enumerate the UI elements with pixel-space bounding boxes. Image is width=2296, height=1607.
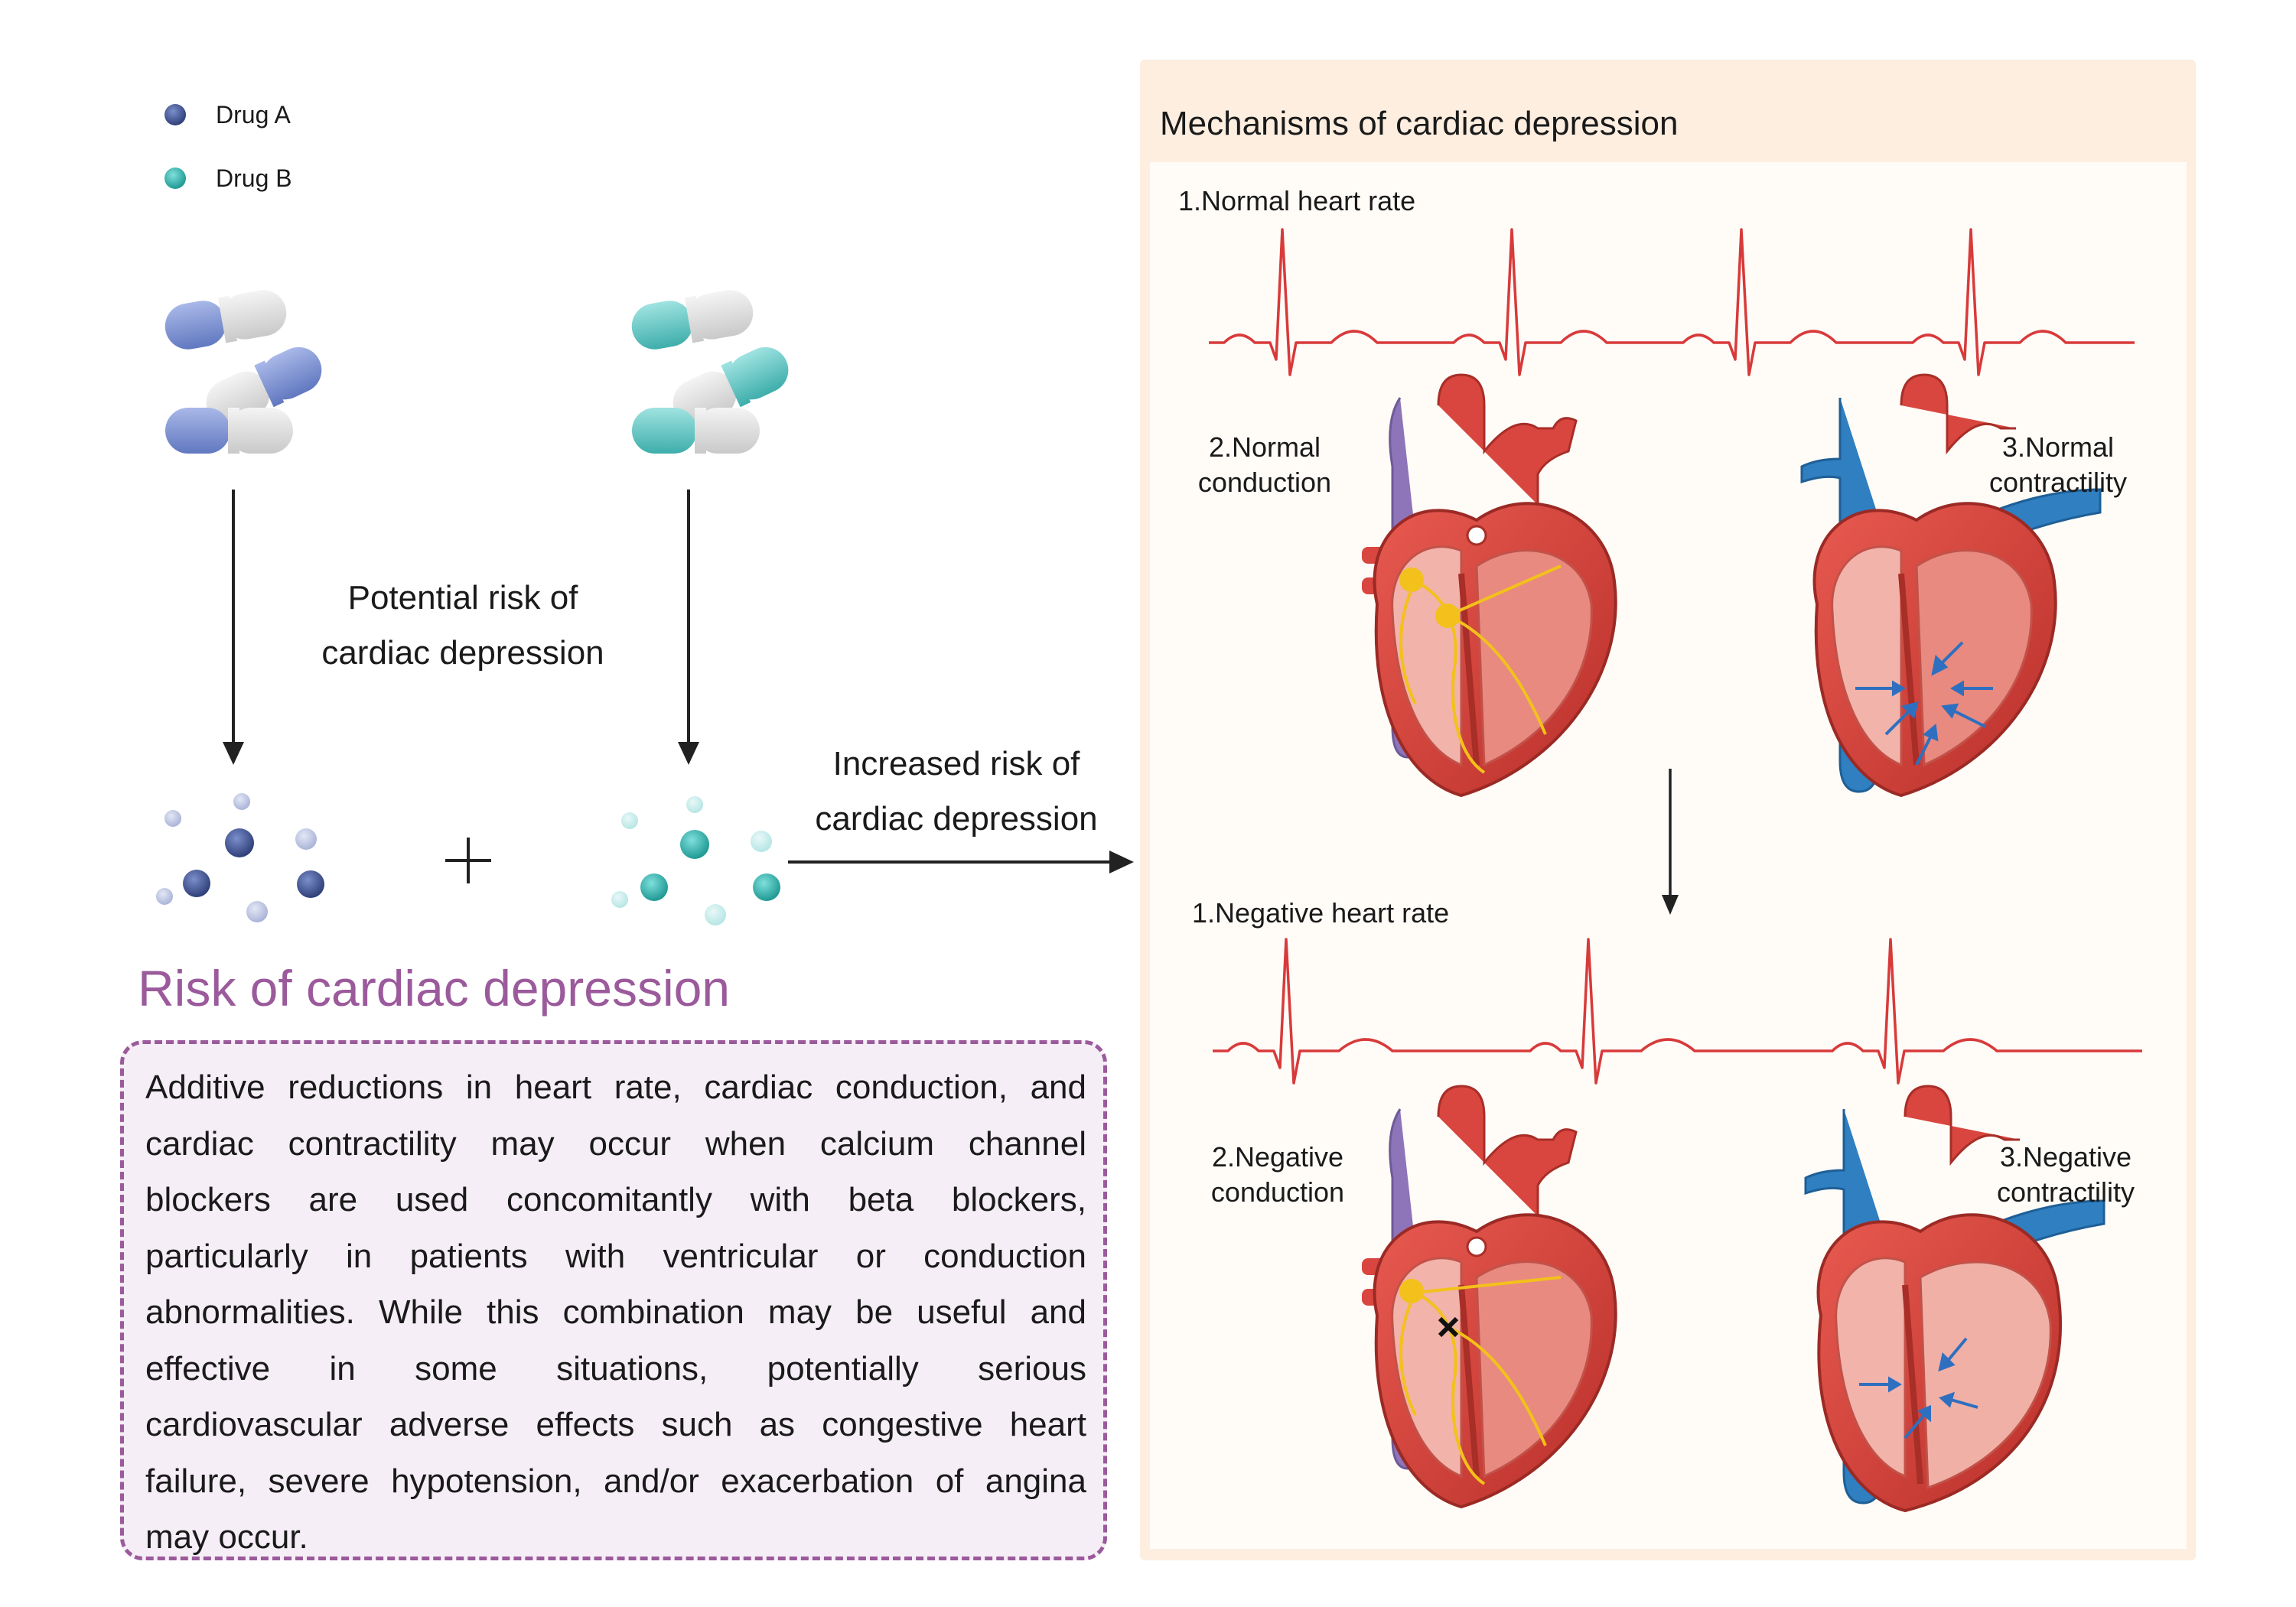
drug-b-down-arrow <box>678 490 699 765</box>
normal-conduction-line1: 2.Normal <box>1208 431 1321 463</box>
blocked-node-x-icon <box>1438 1316 1459 1338</box>
legend-drug-b-label: Drug B <box>216 164 292 192</box>
increased-risk-line1: Increased risk of <box>832 745 1080 782</box>
risk-line-1: Additive reductions in heart rate, cardi… <box>145 1069 1086 1106</box>
negative-contractility-line1: 3.Negative <box>1999 1141 2132 1173</box>
potential-risk-line2: cardiac depression <box>321 634 604 672</box>
risk-line-3: blockers are used concomitantly with bet… <box>145 1181 1086 1218</box>
drug-a-capsules-icon <box>164 290 322 454</box>
increased-risk-label: Increased risk of cardiac depression <box>780 737 1132 847</box>
negative-heart-rate-label: 1.Negative heart rate <box>1192 897 1450 929</box>
drug-b-capsules-icon <box>631 290 789 454</box>
increased-risk-arrow <box>788 851 1134 873</box>
normal-conduction-label: 2.Normal conduction <box>1165 430 1364 500</box>
legend-drug-a-dot <box>164 104 186 125</box>
risk-line-7: cardiovascular adverse effects such as c… <box>145 1406 1086 1443</box>
risk-heading: Risk of cardiac depression <box>138 960 731 1017</box>
increased-risk-line2: cardiac depression <box>815 800 1098 838</box>
drug-a-particles <box>156 793 324 922</box>
negative-conduction-label: 2.Negative conduction <box>1178 1140 1377 1210</box>
negative-ecg-trace <box>1213 938 2142 1085</box>
legend-drug-b-dot <box>164 168 186 189</box>
normal-contractility-line2: contractility <box>1988 467 2128 498</box>
plus-icon <box>445 838 491 883</box>
mechanisms-title: Mechanisms of cardiac depression <box>1160 105 1679 142</box>
potential-risk-label: Potential risk of cardiac depression <box>275 571 650 681</box>
negative-contractility-line2: contractility <box>1996 1176 2135 1208</box>
negative-conduction-line2: conduction <box>1210 1176 1345 1208</box>
risk-line-2: cardiac contractility may occur when cal… <box>145 1124 1086 1163</box>
heart-contractility-normal-icon <box>1800 373 2102 798</box>
negative-contractility-label: 3.Negative contractility <box>1966 1140 2165 1210</box>
negative-conduction-line1: 2.Negative <box>1211 1141 1344 1173</box>
normal-heart-rate-label: 1.Normal heart rate <box>1178 185 1416 216</box>
heart-conduction-normal-icon <box>1362 373 1617 798</box>
risk-line-6: effective in some situations, potentiall… <box>145 1349 1086 1387</box>
normal-ecg-trace <box>1209 228 2135 376</box>
heart-conduction-negative-icon <box>1362 1085 1617 1509</box>
risk-line-9: may occur. <box>145 1518 308 1556</box>
drug-b-particles <box>611 796 780 925</box>
risk-line-4: particularly in patients with ventricula… <box>145 1237 1086 1275</box>
legend-drug-a-label: Drug A <box>216 101 291 128</box>
normal-contractility-label: 3.Normal contractility <box>1959 430 2158 500</box>
normal-contractility-line1: 3.Normal <box>2001 431 2115 463</box>
mechanism-down-arrow <box>1662 769 1679 915</box>
risk-description-box: Additive reductions in heart rate, cardi… <box>120 1040 1107 1560</box>
risk-line-8: failure, severe hypotension, and/or exac… <box>145 1462 1086 1500</box>
potential-risk-line1: Potential risk of <box>347 579 578 616</box>
risk-line-5: abnormalities. While this combination ma… <box>145 1293 1086 1331</box>
drug-a-down-arrow <box>223 490 244 765</box>
heart-contractility-negative-icon <box>1804 1085 2105 1513</box>
normal-conduction-line2: conduction <box>1197 467 1332 498</box>
